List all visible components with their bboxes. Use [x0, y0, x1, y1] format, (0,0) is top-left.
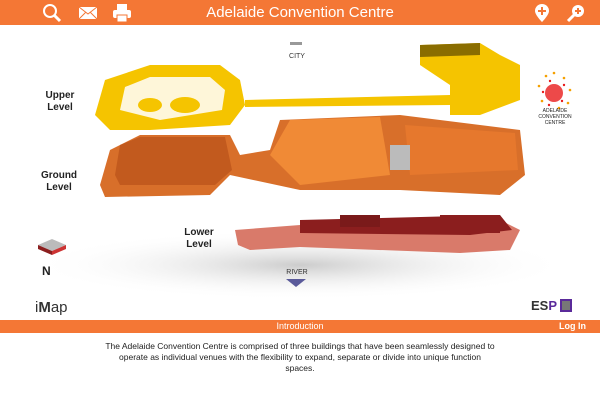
- description-text: The Adelaide Convention Centre is compri…: [105, 341, 495, 373]
- building-map[interactable]: [0, 25, 600, 320]
- floor-map[interactable]: CITY RIVER N Upper Level Ground Level Lo…: [0, 25, 600, 320]
- top-bar: Adelaide Convention Centre: [0, 0, 600, 25]
- search-icon[interactable]: [42, 3, 62, 23]
- acc-logo-text: ADELAIDE CONVENTION CENTRE: [538, 108, 572, 126]
- lower-level-label[interactable]: Lower Level: [184, 227, 214, 250]
- city-label: CITY: [289, 53, 305, 60]
- section-bar: Introduction Log In: [0, 320, 600, 333]
- upper-level-label[interactable]: Upper Level: [45, 90, 75, 113]
- mail-icon[interactable]: [78, 3, 98, 23]
- compass-north-label: N: [42, 264, 51, 278]
- zoom-in-icon[interactable]: [566, 3, 586, 23]
- login-link[interactable]: Log In: [559, 321, 586, 331]
- acc-logo: [537, 71, 572, 110]
- app-title: Adelaide Convention Centre: [206, 4, 394, 21]
- river-arrow[interactable]: [286, 279, 306, 287]
- compass-icon: [38, 239, 66, 255]
- esp-logo: ESP: [531, 298, 573, 313]
- section-title: Introduction: [276, 321, 324, 331]
- print-icon[interactable]: [112, 3, 132, 23]
- upper-level-floor[interactable]: [95, 43, 520, 130]
- lower-level-floor[interactable]: [235, 215, 520, 253]
- river-label: RIVER: [286, 269, 308, 276]
- imap-logo: iMap: [35, 299, 68, 316]
- location-add-icon[interactable]: [532, 3, 552, 23]
- city-arrow[interactable]: [290, 42, 302, 45]
- esp-cube-icon: [560, 299, 573, 312]
- ground-level-floor[interactable]: [100, 115, 525, 197]
- ground-level-label[interactable]: Ground Level: [40, 170, 78, 193]
